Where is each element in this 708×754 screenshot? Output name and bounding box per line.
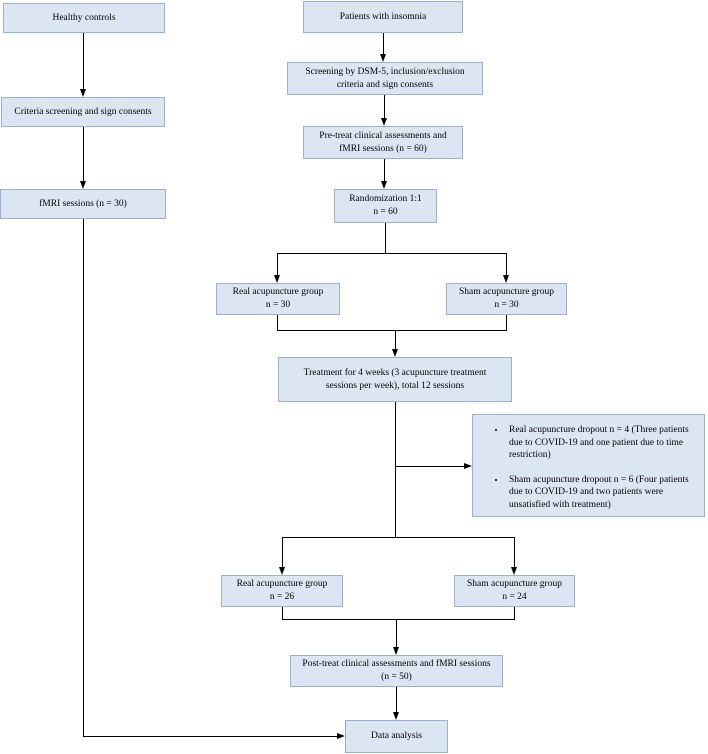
merge2-right-drop [514, 607, 516, 620]
split2-horizontal [282, 537, 515, 539]
arrowhead-into-real-pre [274, 275, 280, 283]
arrowhead-into-randomization [381, 181, 387, 189]
arrowhead-into-posttreat [393, 647, 399, 655]
dropout-box: Real acupuncture dropout n = 4 (Three pa… [472, 414, 705, 517]
connector-screening-to-pretreat [384, 95, 386, 118]
merge2-horizontal [282, 619, 515, 621]
arrowhead-into-dropout [464, 463, 472, 469]
connector-treatment-down [395, 402, 397, 538]
connector-merge2-to-posttreat [396, 619, 398, 647]
real-group-post-label: Real acupuncture group [236, 579, 328, 590]
merge2-left-drop [282, 607, 284, 620]
dropout-sham-item: Sham acupuncture dropout n = 6 (Four pat… [506, 474, 698, 512]
connector-criteria-to-fmri [83, 127, 85, 181]
sham-group-pre-n: n = 30 [494, 300, 519, 310]
connector-merge1-to-treatment [395, 330, 397, 349]
connector-posttreat-to-data-analysis [396, 687, 398, 712]
randomization-box: Randomization 1:1 n = 60 [334, 189, 437, 223]
connector-randomization-down [385, 223, 387, 253]
arrowhead-into-treatment [392, 349, 398, 357]
real-group-post-box: Real acupuncture group n = 26 [221, 575, 343, 607]
sham-group-post-n: n = 24 [502, 592, 527, 602]
connector-patients-to-screening [383, 33, 385, 54]
patients-insomnia-box: Patients with insomnia [303, 1, 463, 33]
sham-group-pre-label: Sham acupuncture group [459, 287, 554, 298]
split1-left-drop [277, 253, 279, 275]
real-group-pre-box: Real acupuncture group n = 30 [216, 283, 340, 315]
arrowhead-into-criteria [80, 89, 86, 97]
arrowhead-into-data-analysis-top [393, 712, 399, 720]
split2-left-drop [282, 537, 284, 567]
arrowhead-into-pretreat [381, 118, 387, 126]
screening-dsm5-box: Screening by DSM-5, inclusion/exclusion … [287, 62, 483, 95]
real-group-pre-label: Real acupuncture group [232, 287, 324, 298]
data-analysis-box: Data analysis [345, 720, 448, 753]
sham-group-pre-box: Sham acupuncture group n = 30 [446, 283, 567, 315]
criteria-screening-box: Criteria screening and sign consents [1, 97, 165, 127]
arrowhead-into-real-post [279, 567, 285, 575]
treatment-box: Treatment for 4 weeks (3 acupuncture tre… [278, 357, 512, 402]
dropout-real-item: Real acupuncture dropout n = 4 (Three pa… [506, 424, 698, 462]
sham-group-post-label: Sham acupuncture group [467, 579, 562, 590]
sham-group-post-box: Sham acupuncture group n = 24 [454, 575, 575, 607]
arrowhead-into-data-analysis-left [337, 733, 345, 739]
merge1-left-drop [277, 315, 279, 331]
fmri-sessions-box: fMRI sessions (n = 30) [0, 189, 166, 219]
healthy-controls-box: Healthy controls [3, 3, 165, 33]
connector-fmri-to-data-analysis-horizontal [83, 736, 337, 738]
merge1-horizontal [277, 330, 507, 332]
connector-pretreat-to-randomization [384, 159, 386, 181]
post-treat-assessments-box: Post-treat clinical assessments and fMRI… [290, 655, 503, 687]
connector-healthy-to-criteria [83, 33, 85, 89]
dropout-list: Real acupuncture dropout n = 4 (Three pa… [479, 424, 698, 523]
arrowhead-into-screening [380, 54, 386, 62]
split1-horizontal [277, 253, 507, 255]
randomization-label: Randomization 1:1 [349, 194, 422, 205]
real-group-post-n: n = 26 [269, 592, 295, 602]
arrowhead-into-fmri [80, 181, 86, 189]
real-group-pre-n: n = 30 [265, 300, 291, 310]
randomization-n: n = 60 [373, 207, 398, 217]
merge1-right-drop [506, 315, 508, 331]
arrowhead-into-sham-post [511, 567, 517, 575]
pre-treat-assessments-box: Pre-treat clinical assessments and fMRI … [303, 126, 463, 159]
split1-right-drop [506, 253, 508, 275]
split2-right-drop [514, 537, 516, 567]
connector-to-dropout [395, 466, 464, 468]
connector-fmri-to-data-analysis-vertical [83, 219, 85, 737]
arrowhead-into-sham-pre [503, 275, 509, 283]
